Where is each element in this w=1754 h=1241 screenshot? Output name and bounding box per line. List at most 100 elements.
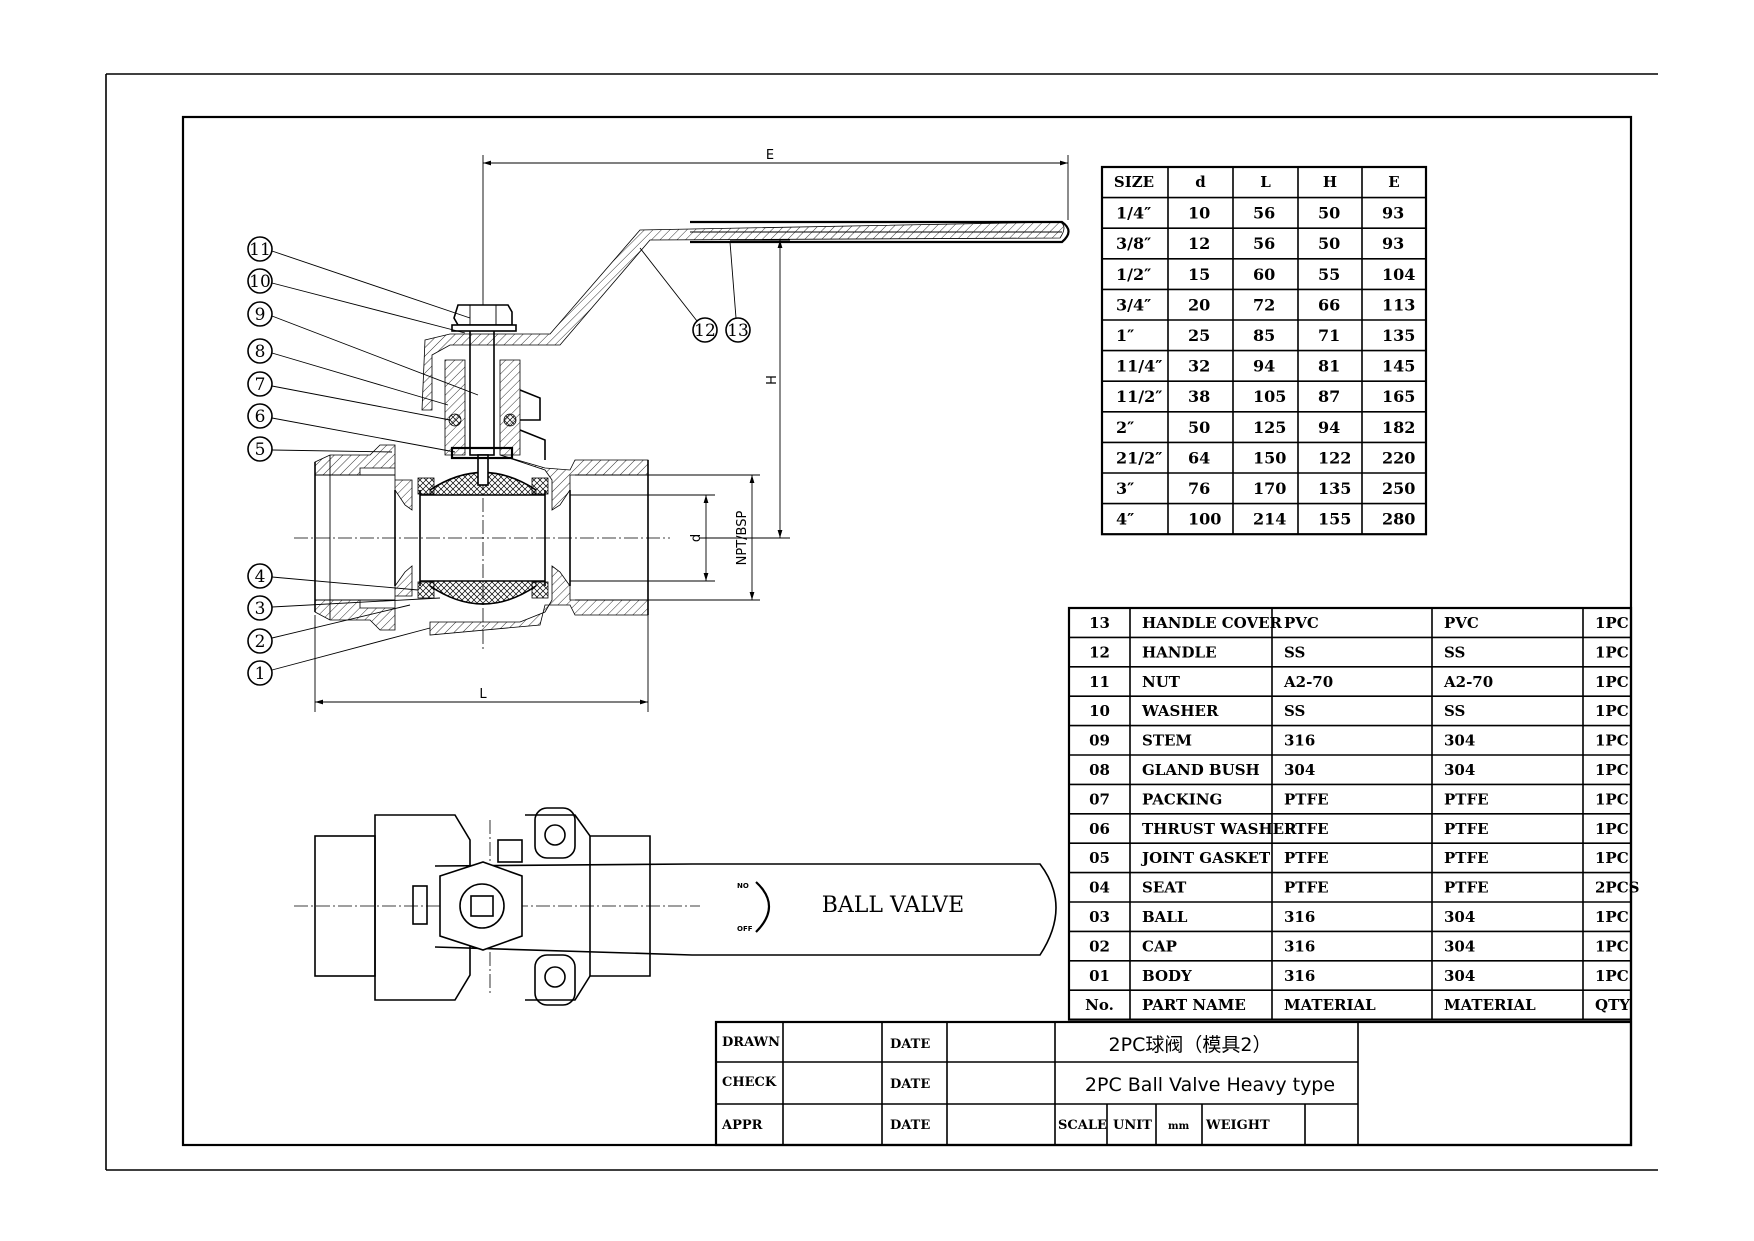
parts-table-header: No. bbox=[1085, 996, 1114, 1014]
callouts: 11 10 9 8 7 6 5 bbox=[247, 236, 751, 686]
svg-text:1: 1 bbox=[255, 664, 266, 684]
size-table-cell: 72 bbox=[1253, 295, 1275, 314]
dim-h-label: H bbox=[765, 375, 780, 385]
parts-table-cell: SS bbox=[1444, 643, 1465, 661]
date-label-2: DATE bbox=[890, 1077, 930, 1092]
parts-table-cell: 1PC bbox=[1595, 761, 1629, 779]
size-table-cell: 250 bbox=[1382, 479, 1415, 498]
callout-12: 12 bbox=[639, 247, 718, 343]
parts-table-cell: PTFE bbox=[1284, 849, 1329, 867]
parts-table-cell: 12 bbox=[1089, 643, 1110, 661]
size-table-cell: 25 bbox=[1188, 326, 1210, 345]
parts-table-cell: PTFE bbox=[1284, 879, 1329, 897]
parts-table-cell: HANDLE bbox=[1142, 643, 1217, 661]
parts-table-header: QTY bbox=[1595, 996, 1630, 1014]
size-table-cell: 50 bbox=[1188, 418, 1210, 437]
size-table-cell: 150 bbox=[1253, 448, 1286, 467]
size-table-cell: 11/4″ bbox=[1116, 357, 1162, 376]
parts-table-header: MATERIAL bbox=[1284, 996, 1376, 1014]
outer-frame bbox=[105, 73, 1658, 1171]
size-table-cell: 87 bbox=[1318, 387, 1340, 406]
callout-8: 8 bbox=[247, 338, 449, 406]
parts-table-cell: 304 bbox=[1444, 761, 1475, 779]
size-table-cell: 1/4″ bbox=[1116, 204, 1151, 223]
title-en: 2PC Ball Valve Heavy type bbox=[1085, 1074, 1335, 1096]
parts-table-cell: SS bbox=[1284, 643, 1305, 661]
size-table-cell: 3/8″ bbox=[1116, 234, 1151, 253]
size-table-cell: 71 bbox=[1318, 326, 1340, 345]
size-table-cell: 66 bbox=[1318, 295, 1340, 314]
title-cn: 2PC球阀（模具2） bbox=[1109, 1034, 1272, 1056]
size-table-cell: 94 bbox=[1253, 357, 1275, 376]
svg-text:7: 7 bbox=[255, 375, 266, 395]
callout-11: 11 bbox=[247, 236, 471, 319]
size-table-cell: 3/4″ bbox=[1116, 295, 1151, 314]
parts-table-cell: 1PC bbox=[1595, 908, 1629, 926]
parts-table-cell: 1PC bbox=[1595, 967, 1629, 985]
parts-table-cell: 304 bbox=[1444, 937, 1475, 955]
parts-table-cell: PTFE bbox=[1444, 790, 1489, 808]
size-table-cell: 81 bbox=[1318, 357, 1340, 376]
parts-table-cell: A2-70 bbox=[1283, 673, 1333, 691]
callout-4: 4 bbox=[247, 563, 419, 591]
parts-table-cell: 05 bbox=[1089, 849, 1110, 867]
size-table-cell: 56 bbox=[1253, 204, 1275, 223]
parts-table-cell: 06 bbox=[1089, 820, 1110, 838]
svg-text:2: 2 bbox=[255, 632, 266, 652]
parts-table-cell: CAP bbox=[1142, 937, 1177, 955]
size-table-cell: 1/2″ bbox=[1116, 265, 1151, 284]
svg-text:10: 10 bbox=[249, 272, 271, 292]
dim-thread-label: NPT/BSP bbox=[735, 511, 750, 566]
size-table-header: L bbox=[1260, 173, 1271, 191]
size-table-cell: 93 bbox=[1382, 204, 1404, 223]
callout-7: 7 bbox=[247, 371, 451, 421]
size-table-cell: 214 bbox=[1253, 510, 1286, 529]
size-table-cell: 135 bbox=[1318, 479, 1351, 498]
parts-table-cell: 316 bbox=[1284, 967, 1315, 985]
size-table-header: E bbox=[1388, 173, 1399, 191]
parts-table-cell: 2PCS bbox=[1595, 879, 1640, 897]
size-table-cell: 56 bbox=[1253, 234, 1275, 253]
size-table-header: H bbox=[1323, 173, 1337, 191]
size-table-header: d bbox=[1195, 173, 1206, 191]
appr-label: APPR bbox=[721, 1118, 763, 1133]
parts-table-cell: WASHER bbox=[1141, 702, 1219, 720]
parts-table-cell: PACKING bbox=[1142, 790, 1222, 808]
callout-6: 6 bbox=[247, 403, 456, 453]
size-table-cell: 135 bbox=[1382, 326, 1415, 345]
dim-l-label: L bbox=[479, 687, 487, 702]
parts-table-cell: PTFE bbox=[1444, 820, 1489, 838]
parts-table-cell: 1PC bbox=[1595, 820, 1629, 838]
parts-table-cell: 07 bbox=[1089, 790, 1110, 808]
parts-table-cell: PVC bbox=[1284, 614, 1319, 632]
size-table-cell: 4″ bbox=[1116, 510, 1134, 529]
parts-table-cell: 1PC bbox=[1595, 614, 1629, 632]
size-table-cell: 2″ bbox=[1116, 418, 1134, 437]
size-table-cell: 60 bbox=[1253, 265, 1275, 284]
parts-table-cell: 304 bbox=[1284, 761, 1315, 779]
on-label: NO bbox=[737, 882, 749, 890]
parts-table-cell: SEAT bbox=[1142, 879, 1187, 897]
size-table-cell: 50 bbox=[1318, 204, 1340, 223]
section-view: E H d NPT/BSP L bbox=[294, 148, 1070, 712]
parts-table-cell: 13 bbox=[1089, 614, 1110, 632]
parts-table-cell: 1PC bbox=[1595, 643, 1629, 661]
unit-value: mm bbox=[1168, 1121, 1190, 1132]
size-table-cell: 1″ bbox=[1116, 326, 1134, 345]
parts-table-cell: JOINT GASKET bbox=[1140, 849, 1271, 867]
size-table-cell: 12 bbox=[1188, 234, 1210, 253]
size-table-cell: 182 bbox=[1382, 418, 1415, 437]
size-table-cell: 125 bbox=[1253, 418, 1286, 437]
parts-table-cell: NUT bbox=[1142, 673, 1181, 691]
size-table-cell: 165 bbox=[1382, 387, 1415, 406]
size-table-cell: 155 bbox=[1318, 510, 1351, 529]
parts-table-cell: PTFE bbox=[1284, 820, 1329, 838]
size-table-cell: 113 bbox=[1382, 295, 1415, 314]
drawn-label: DRAWN bbox=[722, 1035, 780, 1050]
parts-table-cell: GLAND BUSH bbox=[1142, 761, 1260, 779]
size-table-header: SIZE bbox=[1114, 173, 1154, 191]
size-table-cell: 105 bbox=[1253, 387, 1286, 406]
size-table-cell: 122 bbox=[1318, 448, 1351, 467]
